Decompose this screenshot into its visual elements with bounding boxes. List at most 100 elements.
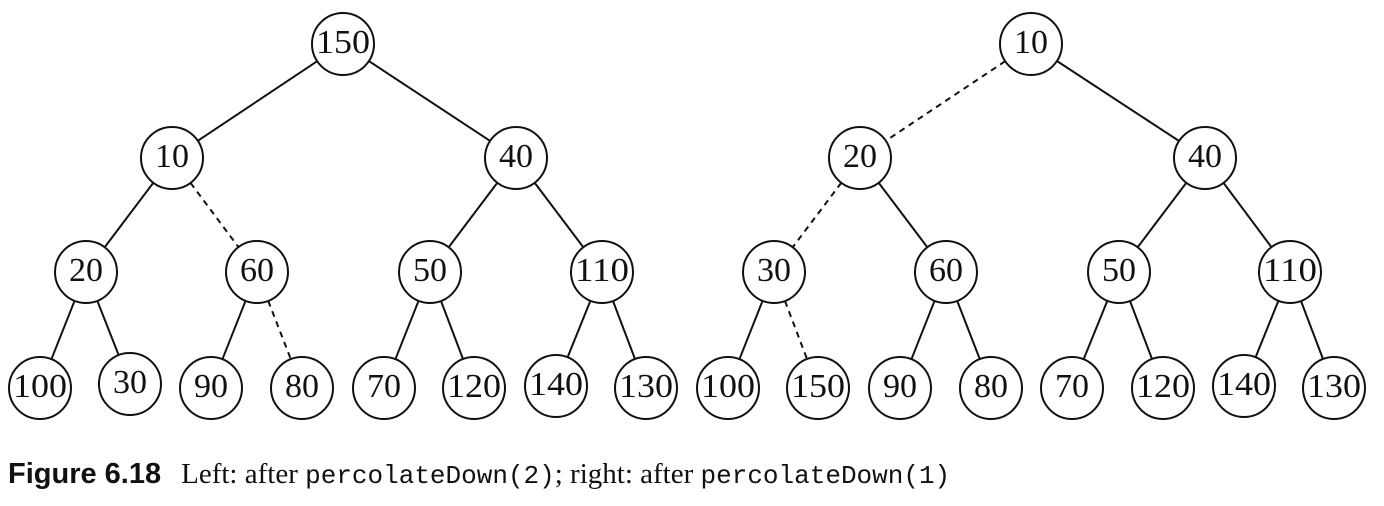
node-value: 30 — [757, 252, 791, 289]
node-value: 110 — [1263, 252, 1317, 289]
node-circle — [570, 240, 634, 304]
right-heap-edge-R7-R14 — [1254, 300, 1280, 358]
right-heap-edge-R2-R4-dashed — [791, 182, 843, 248]
node-circle — [140, 126, 204, 190]
node-circle — [398, 240, 462, 304]
left-heap-node-L5: 60 — [225, 240, 289, 304]
left-heap-edge-L7-L14 — [566, 300, 592, 358]
node-value: 50 — [413, 252, 447, 289]
node-value: 120 — [1136, 368, 1190, 405]
node-circle — [1258, 240, 1322, 304]
node-circle — [999, 12, 1063, 76]
left-heap-node-L13: 120 — [442, 356, 506, 420]
node-circle — [696, 356, 760, 420]
node-value: 40 — [1188, 138, 1222, 175]
right-heap-edge-R2-R5 — [877, 182, 929, 248]
node-value: 60 — [929, 252, 963, 289]
caption-code-left: percolateDown(2) — [305, 461, 555, 491]
right-heap-node-R2: 20 — [828, 126, 892, 190]
node-value: 20 — [69, 252, 103, 289]
left-heap-edge-L1-L3 — [368, 60, 491, 142]
node-circle — [442, 356, 506, 420]
node-value: 30 — [113, 364, 147, 401]
nodes-layer: 150 10 40 20 60 50 110 100 30 90 80 70 120 140 130 10 20… — [8, 12, 1366, 420]
left-heap-edge-L1-L2 — [197, 60, 318, 142]
node-value: 130 — [619, 368, 673, 405]
node-circle — [98, 352, 162, 416]
node-value: 10 — [1014, 24, 1048, 61]
node-value: 150 — [791, 368, 845, 405]
right-heap-node-R12: 70 — [1040, 356, 1104, 420]
left-heap-edge-L6-L12 — [394, 300, 420, 360]
left-heap-node-L7: 110 — [570, 240, 634, 304]
node-circle — [1131, 356, 1195, 420]
left-heap-node-L3: 40 — [484, 126, 548, 190]
node-value: 100 — [701, 368, 755, 405]
right-heap-edge-R4-R9-dashed — [784, 300, 808, 360]
left-heap-node-L11: 80 — [270, 356, 334, 420]
node-circle — [786, 356, 850, 420]
figure-caption: Figure 6.18 Left: after percolateDown(2);… — [8, 458, 950, 491]
node-value: 120 — [447, 368, 501, 405]
node-value: 110 — [575, 252, 629, 289]
left-heap-edge-L5-L11-dashed — [267, 300, 292, 360]
node-circle — [914, 240, 978, 304]
node-value: 50 — [1102, 252, 1136, 289]
figure-number: Figure 6.18 — [8, 458, 162, 490]
left-heap-node-L12: 70 — [352, 356, 416, 420]
right-heap-node-R5: 60 — [914, 240, 978, 304]
node-circle — [311, 12, 375, 76]
right-heap-edge-R1-R2-dashed — [885, 60, 1006, 142]
left-heap-edge-L5-L10 — [221, 300, 247, 360]
right-heap-node-R1: 10 — [999, 12, 1063, 76]
right-heap-node-R10: 90 — [868, 356, 932, 420]
node-circle — [742, 240, 806, 304]
right-heap-node-R8: 100 — [696, 356, 760, 420]
heap-diagram: 150 10 40 20 60 50 110 100 30 90 80 70 120 140 130 10 20… — [8, 12, 1366, 420]
caption-text-right: ; right: after — [554, 458, 701, 490]
node-circle — [614, 356, 678, 420]
node-value: 40 — [499, 138, 533, 175]
node-value: 90 — [194, 368, 228, 405]
node-circle — [270, 356, 334, 420]
right-heap-node-R6: 50 — [1087, 240, 1151, 304]
node-circle — [524, 354, 588, 418]
node-circle — [1040, 356, 1104, 420]
caption-text-left: Left: after — [181, 458, 306, 490]
right-heap-edge-R5-R10 — [910, 300, 936, 360]
node-value: 140 — [529, 366, 583, 403]
left-heap-edge-L2-L4 — [103, 182, 155, 248]
node-circle — [352, 356, 416, 420]
left-heap-node-L4: 20 — [54, 240, 118, 304]
node-value: 70 — [367, 368, 401, 405]
node-value: 140 — [1217, 366, 1271, 403]
left-heap-node-L2: 10 — [140, 126, 204, 190]
right-heap-edge-R7-R15 — [1300, 300, 1324, 360]
right-heap-edge-R1-R3 — [1056, 60, 1180, 142]
node-circle — [54, 240, 118, 304]
left-heap-node-L15: 130 — [614, 356, 678, 420]
right-heap-node-R3: 40 — [1173, 126, 1237, 190]
node-value: 10 — [155, 138, 189, 175]
right-heap-node-R11: 80 — [959, 356, 1023, 420]
edges-layer — [50, 60, 1324, 360]
node-value: 60 — [240, 252, 274, 289]
node-value: 70 — [1055, 368, 1089, 405]
node-value: 80 — [285, 368, 319, 405]
node-value: 90 — [883, 368, 917, 405]
right-heap-node-R7: 110 — [1258, 240, 1322, 304]
left-heap-node-L1: 150 — [311, 12, 375, 76]
right-heap-edge-R3-R7 — [1222, 182, 1273, 248]
left-heap-edge-L4-L8 — [50, 300, 76, 360]
node-value: 80 — [974, 368, 1008, 405]
node-circle — [959, 356, 1023, 420]
node-circle — [1087, 240, 1151, 304]
left-heap-node-L14: 140 — [524, 354, 588, 418]
left-heap-edge-L3-L6 — [447, 182, 499, 248]
node-circle — [1173, 126, 1237, 190]
right-heap-edge-R6-R13 — [1129, 300, 1153, 360]
left-heap-edge-L4-L9 — [96, 300, 120, 356]
node-value: 130 — [1307, 368, 1361, 405]
caption-code-right: percolateDown(1) — [700, 461, 951, 491]
right-heap-node-R13: 120 — [1131, 356, 1195, 420]
